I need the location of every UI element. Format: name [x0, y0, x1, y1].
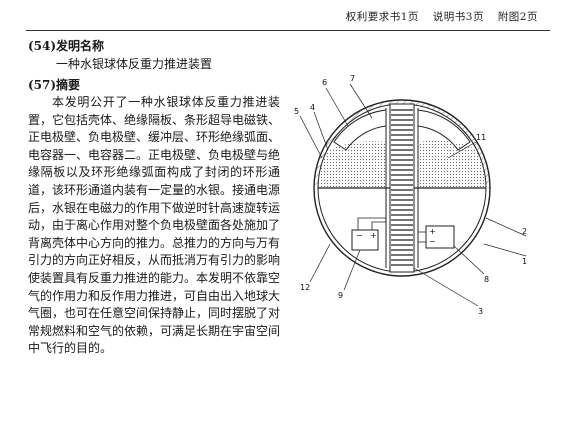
page-header: 权利要求书1页 说明书3页 附图2页: [336, 9, 538, 24]
invention-name-label: (54)发明名称: [28, 39, 105, 53]
header-drawing-pages: 附图2页: [497, 11, 538, 23]
header-description-pages: 说明书3页: [432, 11, 484, 23]
capacitor-one-plus: +: [370, 231, 377, 240]
mercury-right: [418, 140, 486, 188]
label-3: 3: [478, 307, 483, 316]
invention-name: 一种水银球体反重力推进装置: [56, 57, 213, 71]
device-diagram: − + + − 6 7 4 5 11 2 1 8 3 9 12: [294, 74, 527, 316]
abstract-text: 本发明公开了一种水银球体反重力推进装置，它包括壳体、绝缘隔板、条形超导电磁铁、正…: [28, 95, 281, 356]
mercury-left: [318, 141, 386, 188]
label-12: 12: [300, 283, 310, 292]
capacitor-one-minus: −: [356, 231, 363, 240]
header-claims-pages: 权利要求书1页: [345, 11, 419, 23]
publication-number: CN 110857151 A: [0, 261, 2, 360]
header-rule: [26, 30, 550, 31]
label-2: 2: [522, 227, 527, 236]
abstract-label: (57)摘要: [28, 78, 81, 92]
magnet-stripes: [391, 109, 413, 266]
label-8: 8: [484, 275, 489, 284]
capacitor-two-plus: +: [429, 227, 436, 236]
label-11: 11: [476, 133, 486, 142]
label-4: 4: [310, 103, 315, 112]
label-9: 9: [338, 291, 343, 300]
label-5: 5: [294, 107, 299, 116]
capacitor-two: [425, 225, 455, 249]
capacitor-one: [351, 229, 379, 251]
label-7: 7: [350, 74, 355, 83]
label-1: 1: [522, 257, 527, 266]
superconducting-magnet: [389, 103, 415, 273]
capacitor-two-minus: −: [429, 237, 436, 246]
label-6: 6: [322, 78, 327, 87]
leader-lines: [299, 83, 527, 307]
